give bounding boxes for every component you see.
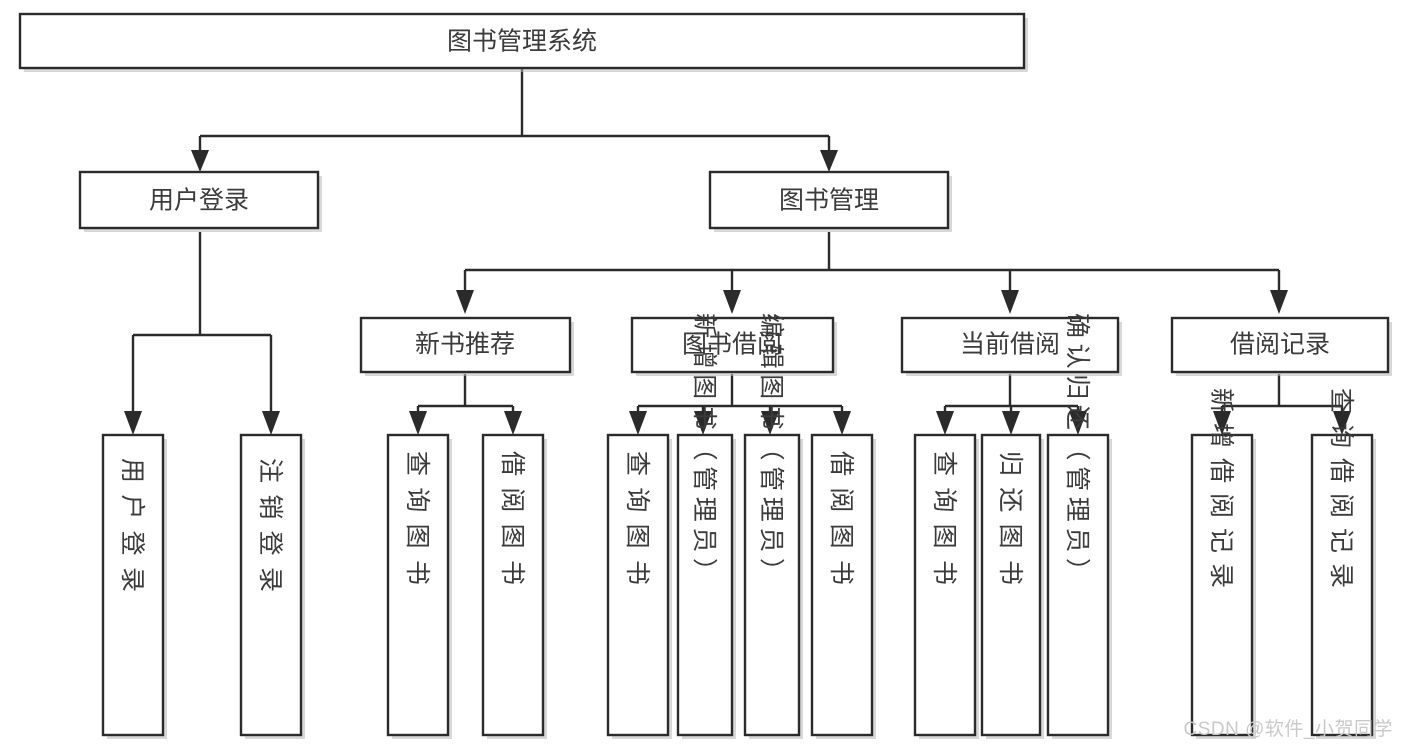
- node-book-borrow-label: 图书借阅: [682, 331, 782, 359]
- node-leaf-add-record[interactable]: 新增借阅记录: [1190, 388, 1256, 739]
- node-root[interactable]: 图书管理系统: [18, 12, 1028, 72]
- node-root-label: 图书管理系统: [447, 28, 597, 56]
- arrow-head-icon: [1001, 290, 1019, 314]
- node-current-borrow-label: 当前借阅: [960, 331, 1060, 359]
- arrow-head-icon: [833, 411, 851, 435]
- arrow-head-icon: [761, 411, 779, 435]
- node-borrow-record-label: 借阅记录: [1230, 331, 1330, 359]
- connector-group-user-login: [124, 232, 280, 435]
- connector-group-book-borrow: [629, 374, 851, 435]
- node-user-login-label: 用户登录: [149, 187, 249, 215]
- arrow-head-icon: [1069, 411, 1087, 435]
- csdn-watermark: CSDN @软件_小贺同学: [1183, 719, 1393, 740]
- arrow-head-icon: [936, 411, 954, 435]
- arrow-head-icon: [820, 150, 838, 172]
- node-leaf-query-record[interactable]: 查询借阅记录: [1310, 388, 1376, 739]
- node-leaf-query-book-2[interactable]: 查询图书: [606, 433, 672, 739]
- arrow-head-icon: [1333, 411, 1351, 435]
- node-book-manage[interactable]: 图书管理: [708, 170, 952, 232]
- node-leaf-borrow-book-2[interactable]: 借阅图书: [810, 433, 876, 739]
- node-borrow-record[interactable]: 借阅记录: [1170, 316, 1392, 376]
- arrow-head-icon: [1002, 411, 1020, 435]
- node-leaf-user-login[interactable]: 用户登录: [101, 433, 167, 739]
- arrow-head-icon: [456, 290, 474, 314]
- node-leaf-logout[interactable]: 注销登录: [239, 433, 305, 739]
- node-leaf-query-book-3[interactable]: 查询图书: [913, 433, 979, 739]
- node-leaf-borrow-book-1[interactable]: 借阅图书: [481, 433, 547, 739]
- node-current-borrow[interactable]: 当前借阅: [900, 316, 1122, 376]
- arrow-head-icon: [1270, 290, 1288, 314]
- arrow-head-icon: [262, 411, 280, 435]
- arrow-head-icon: [1213, 411, 1231, 435]
- connector-group-root: [191, 68, 838, 172]
- node-leaf-confirm-return-label: 确认归还（管理员）: [1063, 313, 1091, 583]
- arrow-head-icon: [191, 150, 209, 172]
- node-new-book-rec[interactable]: 新书推荐: [359, 316, 574, 376]
- node-leaf-edit-book[interactable]: 编辑图书（管理员）: [743, 313, 803, 739]
- arrow-head-icon: [629, 411, 647, 435]
- node-new-book-rec-label: 新书推荐: [415, 331, 515, 359]
- arrow-head-icon: [124, 411, 142, 435]
- connector-group-book-manage: [456, 232, 1288, 314]
- node-user-login[interactable]: 用户登录: [78, 170, 322, 232]
- connector-group-borrow-record: [1213, 374, 1351, 435]
- node-leaf-return-book[interactable]: 归还图书: [980, 433, 1044, 739]
- arrow-head-icon: [409, 411, 427, 435]
- connector-group-new-book-rec: [409, 374, 522, 435]
- arrow-head-icon: [504, 411, 522, 435]
- arrow-head-icon: [694, 411, 712, 435]
- arrow-head-icon: [723, 290, 741, 314]
- node-book-borrow[interactable]: 图书借阅: [630, 316, 837, 376]
- node-leaf-edit-book-label: 编辑图书（管理员）: [757, 313, 785, 583]
- node-book-manage-label: 图书管理: [779, 187, 879, 215]
- node-leaf-confirm-return[interactable]: 确认归还（管理员）: [1046, 313, 1112, 739]
- node-leaf-add-book[interactable]: 新增图书（管理员）: [676, 313, 736, 739]
- node-leaf-query-book-1[interactable]: 查询图书: [386, 433, 452, 739]
- node-leaf-add-book-label: 新增图书（管理员）: [690, 313, 718, 583]
- connector-group-current-borrow: [936, 374, 1087, 435]
